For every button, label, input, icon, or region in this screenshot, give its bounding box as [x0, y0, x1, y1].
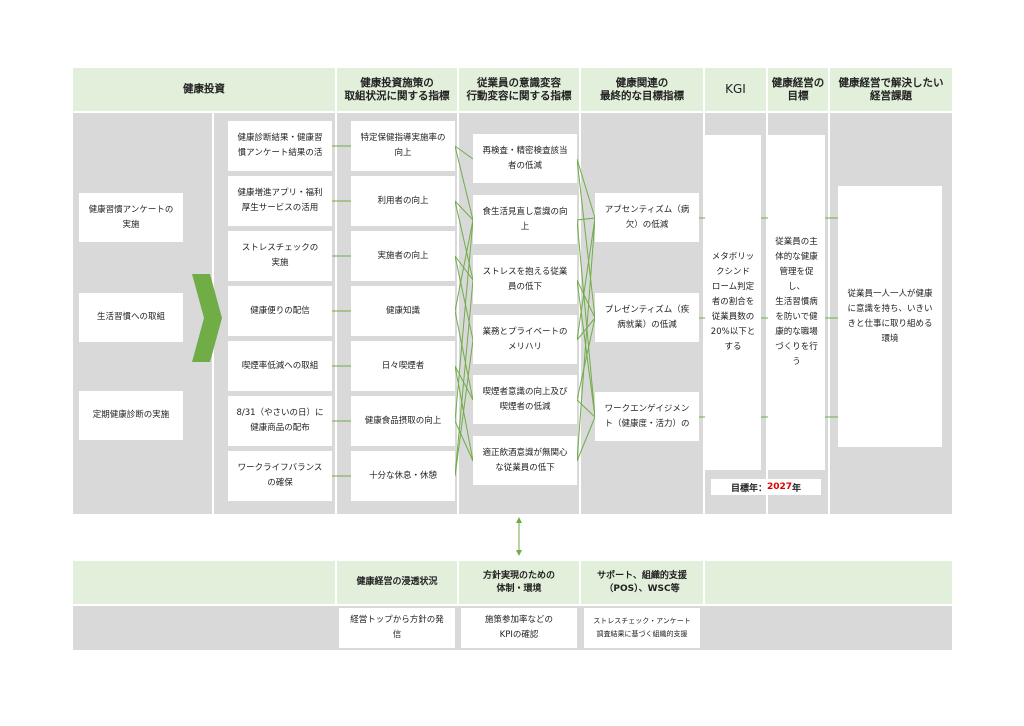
header-initiative-metrics: 健康投資施策の 取組状況に関する指標	[337, 68, 457, 111]
connector-behavior-final	[576, 279, 596, 418]
connector-behavior-final	[576, 279, 596, 319]
bottom-header-structure: 方針実現のための 体制・環境	[459, 561, 579, 604]
investment-item: 健康増進アプリ・福利 厚生サービスの活用	[228, 176, 332, 226]
investment-main-item: 健康習慣アンケートの 実施	[79, 193, 183, 242]
connector-behavior-final	[576, 219, 596, 418]
kgi-box: メタボリッ クシンド ローム判定 者の割合を 従業員数の 20%以下と する	[705, 135, 761, 470]
initiative-item: 利用者の向上	[351, 176, 455, 226]
bottom-item-structure: 施策参加率などの KPIの確認	[461, 608, 577, 648]
connector-behavior-final	[576, 416, 596, 462]
connector-behavior-final	[576, 217, 596, 341]
connector-behavior-final	[576, 399, 596, 418]
behavior-item: 食生活見直し意識の向 上	[473, 195, 577, 244]
connector-initiative-behavior	[454, 339, 474, 477]
connector-behavior-final	[576, 217, 596, 221]
target-year-value: 2027	[766, 482, 793, 492]
final-item: プレゼンティズム（疾 病就業）の低減	[595, 293, 699, 342]
connector-initiative-behavior	[454, 420, 474, 462]
target-year-label: 目標年：	[730, 483, 767, 494]
initiative-item: 十分な休息・休憩	[351, 451, 455, 501]
target-year-suffix: 年	[792, 483, 802, 494]
behavior-item: ストレスを抱える従業 員の低下	[473, 255, 577, 304]
connector-behavior-final	[576, 317, 596, 341]
bottom-header-support: サポート、組織的支援 （POS）、WSC等	[581, 561, 703, 604]
investment-item: 8/31（やさいの日）に 健康商品の配布	[228, 396, 332, 446]
connector-initiative-behavior	[454, 279, 474, 477]
connector-initiative-behavior	[454, 145, 474, 160]
investment-main-item: 定期健康診断の実施	[79, 391, 183, 440]
arrow-up-icon	[516, 517, 522, 523]
behavior-item: 業務とプライベートの メリハリ	[473, 315, 577, 364]
initiative-item: 実施者の向上	[351, 231, 455, 281]
bottom-header-empty-left	[73, 561, 335, 604]
connector-initiative-behavior	[454, 255, 474, 341]
initiative-item: 健康知識	[351, 286, 455, 336]
final-item: アブセンティズム（病 欠）の低減	[595, 193, 699, 242]
investment-item: ワークライフバランス の確保	[228, 451, 332, 501]
bottom-header-penetration: 健康経営の浸透状況	[337, 561, 457, 604]
behavior-item: 再検査・精密検査該当 者の低減	[473, 134, 577, 183]
bottom-item-penetration: 経営トップから方針の発 信	[339, 608, 455, 648]
investment-main-item: 生活習慣への取組	[79, 293, 183, 342]
connector-initiative-behavior	[454, 200, 474, 221]
issue-box: 従業員一人一人が健康 に意識を持ち、いきい きと仕事に取り組める 環境	[838, 186, 942, 447]
connector-initiative-behavior	[454, 145, 474, 221]
connector-behavior-final	[576, 317, 596, 401]
connector-initiative-behavior	[454, 219, 474, 422]
connector-initiative-behavior	[454, 310, 474, 401]
final-item: ワークエンゲイジメン ト（健康度・活力）の	[595, 392, 699, 441]
investment-item: 健康診断結果・健康習 慣アンケート結果の活	[228, 121, 332, 171]
connector-initiative-behavior	[454, 200, 474, 281]
header-behavior-metrics: 従業員の意識変容 行動変容に関する指標	[459, 68, 579, 111]
connector-behavior-final	[576, 158, 596, 319]
initiative-item: 特定保健指導実施率の 向上	[351, 121, 455, 171]
investment-item: 喫煙率低減への取組	[228, 341, 332, 391]
connector-behavior-final	[576, 217, 596, 462]
behavior-item: 喫煙者意識の向上及び 喫煙者の低減	[473, 375, 577, 424]
chevron-arrow-icon	[192, 274, 222, 362]
behavior-item: 適正飲酒意識が無関心 な従業員の低下	[473, 436, 577, 485]
header-goal: 健康経営の 目標	[768, 68, 828, 111]
initiative-item: 健康食品摂取の向上	[351, 396, 455, 446]
header-final-metrics: 健康関連の 最終的な目標指標	[581, 68, 703, 111]
connector-behavior-final	[576, 158, 596, 219]
connector-initiative-behavior	[454, 365, 474, 462]
arrow-down-icon	[516, 550, 522, 556]
connector-initiative-behavior	[454, 219, 474, 312]
header-investment: 健康投資	[73, 68, 335, 111]
header-issue: 健康経営で解決したい 経営課題	[830, 68, 952, 111]
header-kgi: KGI	[705, 68, 766, 111]
bottom-item-support: ストレスチェック・アンケート 調査結果に基づく組織的支援	[584, 608, 700, 648]
bottom-header-empty-right	[705, 561, 952, 604]
initiative-item: 日々喫煙者	[351, 341, 455, 391]
goal-box: 従業員の主 体的な健康 管理を促し、 生活習慣病 を防いで健 康的な職場 づくり…	[768, 135, 825, 470]
investment-item: ストレスチェックの 実施	[228, 231, 332, 281]
investment-item: 健康便りの配信	[228, 286, 332, 336]
